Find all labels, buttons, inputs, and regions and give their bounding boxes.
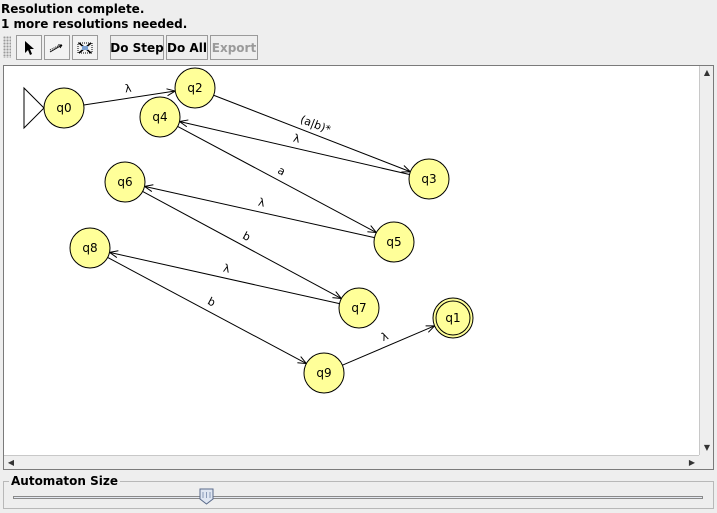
toolbar: Do Step Do All Export [0,33,717,61]
do-all-button[interactable]: Do All [166,35,208,60]
state-label: q3 [421,172,436,186]
state-q8[interactable]: q8 [69,227,111,269]
do-step-button[interactable]: Do Step [110,35,164,60]
transition-label: λ [379,329,391,344]
final-state-ring [435,300,471,336]
export-button[interactable]: Export [210,35,258,60]
transition-label: λ [222,262,232,276]
state-label: q7 [351,301,366,315]
state-label: q0 [56,101,71,115]
state-label: q1 [445,311,460,325]
transition-q8-q9[interactable]: b [107,256,308,365]
state-label: q2 [187,81,202,95]
state-label: q6 [117,175,132,189]
transition-label: (a|b)* [298,113,333,137]
state-label: q9 [316,366,331,380]
automaton-size-slider-track[interactable] [13,496,703,499]
automaton-size-panel: Automaton Size [3,474,714,510]
scroll-left-icon[interactable]: ◀ [7,458,15,467]
transition-label: a [275,164,287,179]
arrow-pointer-icon [25,40,34,55]
transition-creator-tool[interactable] [44,35,70,60]
state-q5[interactable]: q5 [373,221,415,263]
transition-label: λ [292,132,302,146]
automaton-size-label: Automaton Size [9,474,120,488]
vertical-scrollbar[interactable]: ▲ ▼ [699,66,713,455]
state-q1[interactable]: q1 [432,297,474,339]
state-q3[interactable]: q3 [408,158,450,200]
state-q9[interactable]: q9 [303,352,345,394]
scroll-up-icon[interactable]: ▲ [703,68,711,77]
transition-label: λ [124,82,133,96]
transition-q2-q3[interactable]: (a|b)* [213,94,412,173]
status-message-remaining: 1 more resolutions needed. [1,17,188,31]
transition-q6-q7[interactable]: b [142,191,343,300]
deleter-tool[interactable] [72,35,98,60]
initial-state-marker [23,86,45,130]
size-panel-border [3,481,714,509]
scroll-corner [699,455,713,469]
delete-grid-icon [77,41,93,54]
attribute-editor-tool[interactable] [16,35,42,60]
scroll-right-icon[interactable]: ▶ [688,458,696,467]
transition-q3-q4[interactable]: λ [178,119,410,175]
state-label: q4 [152,110,167,124]
transition-label: b [240,229,252,244]
state-q7[interactable]: q7 [338,287,380,329]
transition-q4-q5[interactable]: a [177,125,378,234]
state-q0[interactable]: q0 [23,86,85,130]
scroll-down-icon[interactable]: ▼ [703,443,711,452]
transition-arrow-icon [49,44,63,52]
transition-label: b [205,295,217,310]
state-label: q5 [386,235,401,249]
state-q2[interactable]: q2 [174,67,216,109]
state-label: q8 [82,241,97,255]
status-message-complete: Resolution complete. [1,2,145,16]
state-q6[interactable]: q6 [104,161,146,203]
toolbar-grip[interactable] [3,36,11,58]
transition-q9-q1[interactable]: λ [342,325,436,366]
horizontal-scrollbar[interactable]: ◀ ▶ [4,455,699,469]
automaton-size-slider-thumb[interactable] [199,488,214,505]
transition-label: λ [257,196,267,210]
state-q4[interactable]: q4 [139,96,181,138]
